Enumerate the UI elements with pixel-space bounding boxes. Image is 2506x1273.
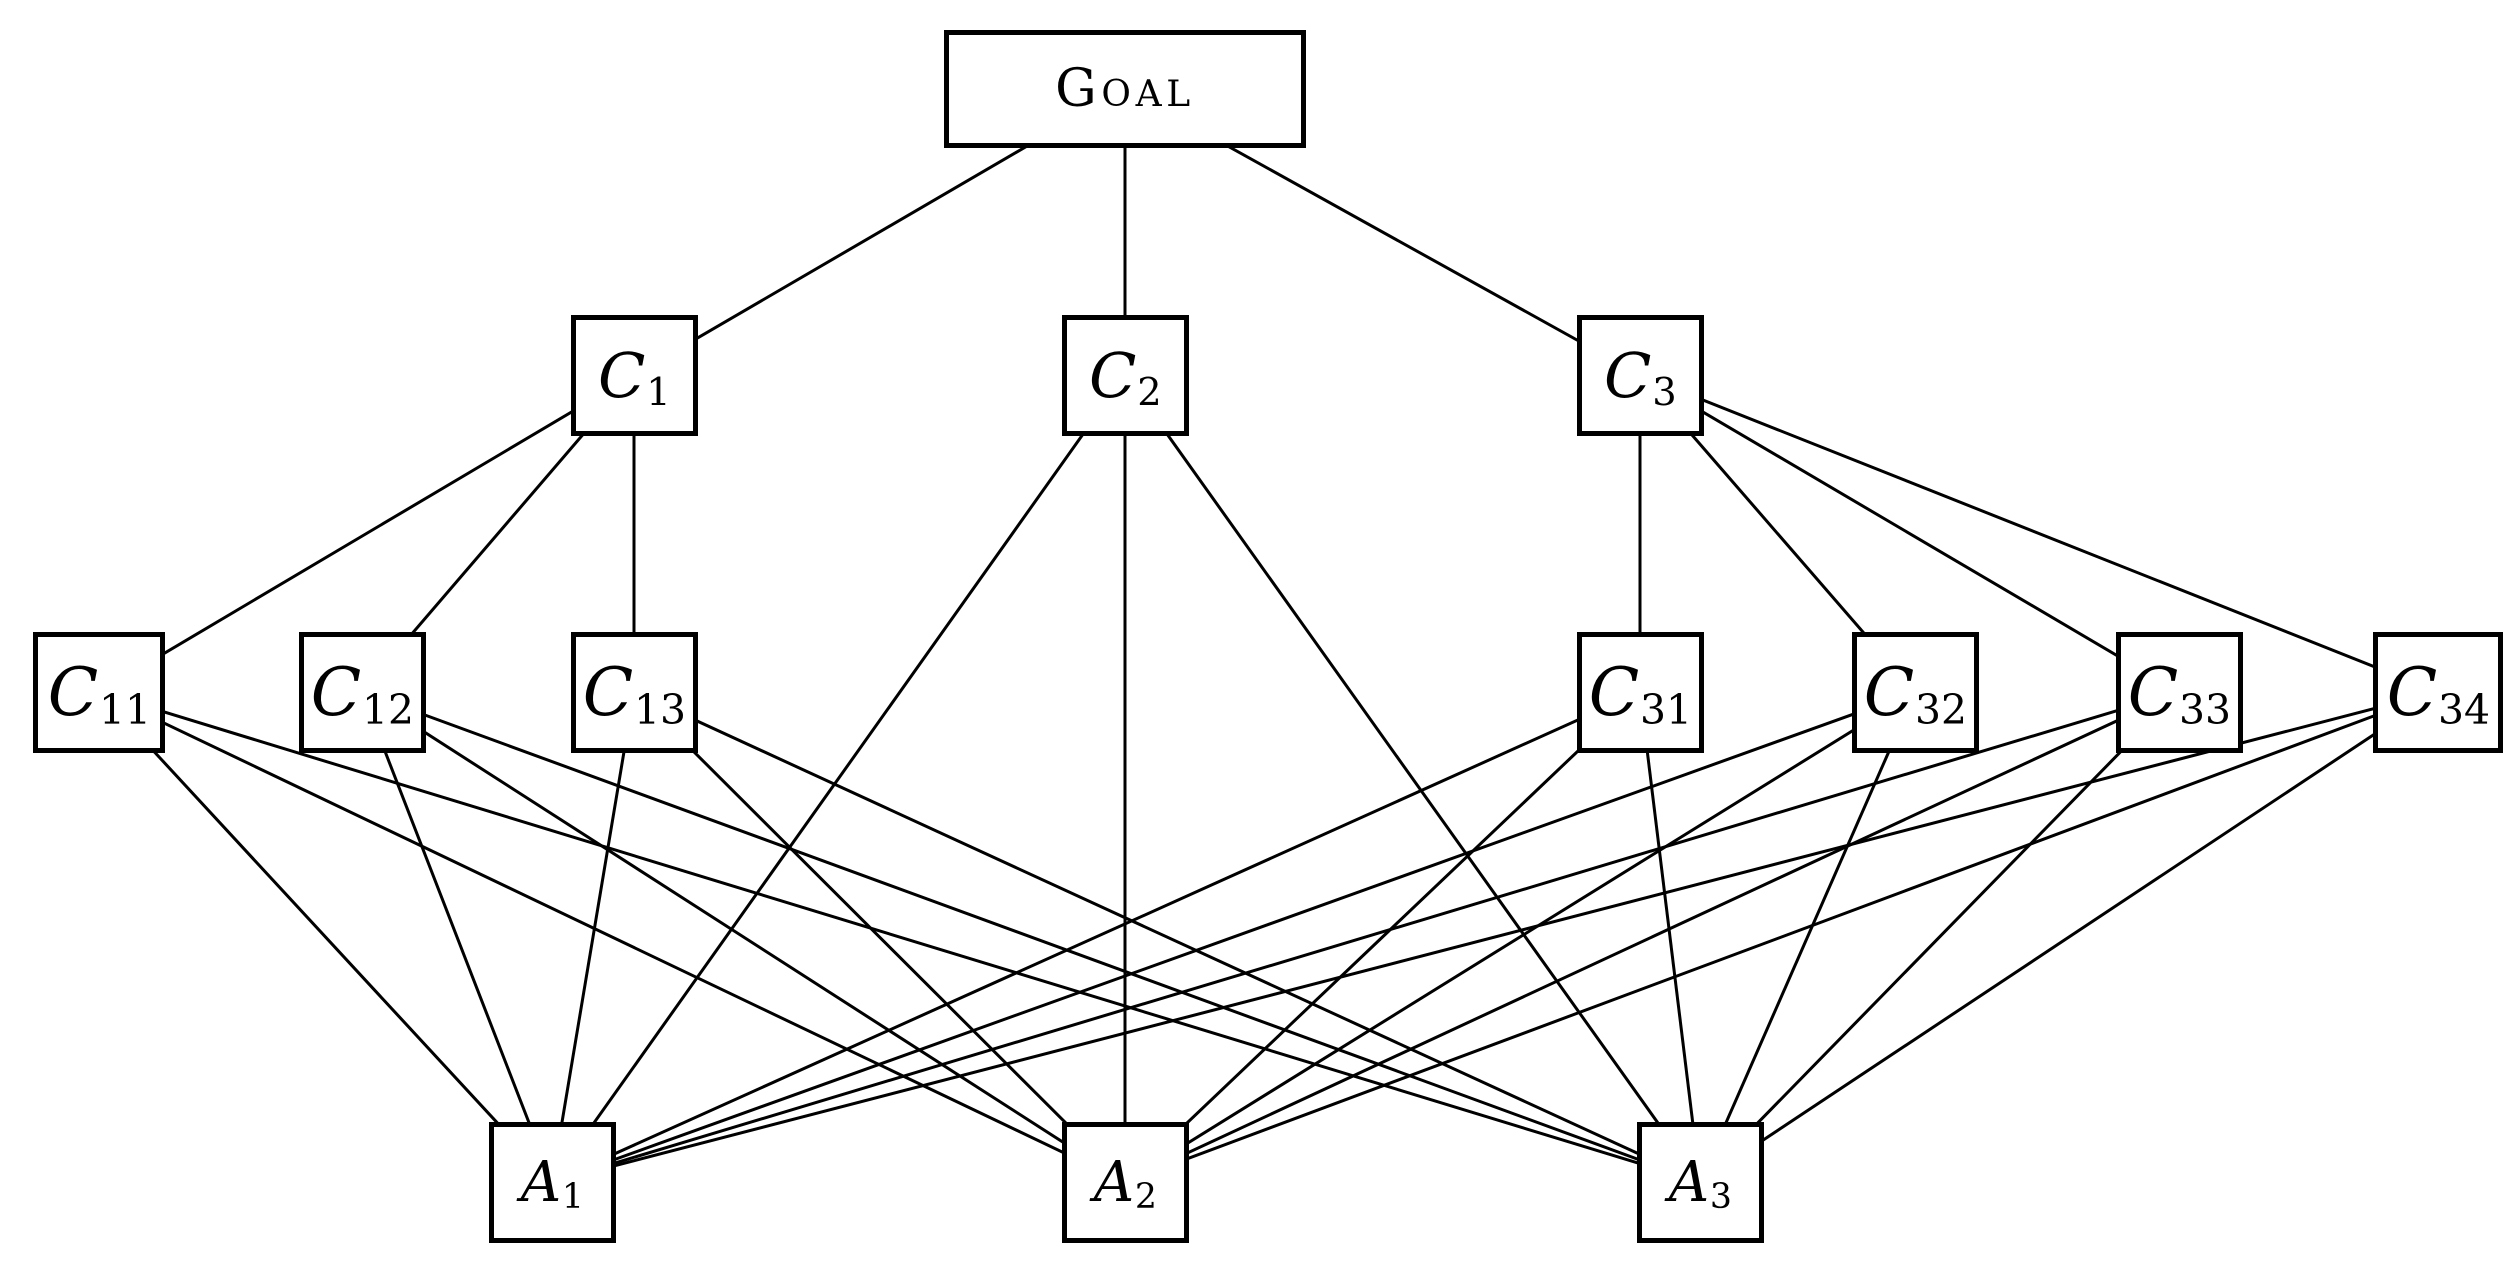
edge-c33-a2: [1124, 690, 2180, 1184]
node-label-subscript: 3: [1709, 1177, 1732, 1218]
edge-c11-a2: [98, 690, 1126, 1184]
node-label-main: C: [598, 338, 646, 412]
node-label-main: C: [310, 653, 362, 731]
edge-c32-a3: [1698, 691, 1917, 1183]
edge-c31-a1: [551, 690, 1641, 1184]
node-label-subscript: 11: [99, 685, 152, 734]
node-label-main: C: [1863, 653, 1915, 731]
node-c11: C11: [33, 631, 165, 753]
node-label-main: C: [2386, 653, 2438, 731]
node-label-c1: C1: [598, 338, 671, 415]
node-label-subscript: 1: [561, 1177, 584, 1218]
node-label-subscript: 3: [1652, 369, 1677, 415]
node-c31: C31: [1576, 631, 1704, 753]
node-label-c33: C33: [2128, 654, 2231, 731]
node-label-main: C: [1588, 653, 1640, 731]
node-label-c12: C12: [311, 654, 414, 731]
node-a1: A1: [488, 1121, 616, 1243]
node-label-subscript: 12: [362, 685, 415, 734]
node-c34: C34: [2373, 631, 2503, 753]
edge-c34-a2: [1124, 690, 2439, 1184]
node-label-c34: C34: [2387, 654, 2490, 731]
edge-c34-a3: [1699, 690, 2439, 1184]
node-label-c3: C3: [1604, 338, 1677, 415]
edge-c12-a3: [361, 690, 1701, 1184]
node-label-c2: C2: [1089, 338, 1162, 415]
node-label-main: C: [1089, 338, 1137, 412]
edge-c2-a3: [1123, 374, 1702, 1183]
node-c2: C2: [1061, 314, 1189, 436]
edge-c31-a3: [1638, 691, 1702, 1183]
node-label-subscript: 31: [1640, 685, 1693, 734]
node-label-main: C: [582, 653, 634, 731]
node-goal: Goal: [944, 30, 1306, 148]
node-c32: C32: [1851, 631, 1979, 753]
node-label-a3: A3: [1669, 1150, 1732, 1215]
node-label-main: Goal: [1055, 59, 1195, 119]
edge-c33-a1: [551, 690, 2180, 1184]
node-label-a2: A2: [1094, 1150, 1157, 1215]
node-label-subscript: 1: [646, 369, 671, 415]
node-label-subscript: 32: [1915, 685, 1968, 734]
edge-c1-c11: [98, 373, 635, 694]
edge-c3-c33: [1639, 373, 2180, 694]
node-label-goal: Goal: [1055, 59, 1195, 119]
node-label-main: A: [1668, 1149, 1710, 1215]
node-label-subscript: 2: [1137, 369, 1162, 415]
node-c1: C1: [570, 314, 698, 436]
edge-c34-a1: [551, 690, 2439, 1184]
node-label-subscript: 2: [1134, 1177, 1157, 1218]
edge-c13-a2: [632, 690, 1127, 1184]
edge-c32-a2: [1124, 690, 1916, 1184]
node-c3: C3: [1576, 314, 1704, 436]
edge-c2-a1: [550, 374, 1127, 1183]
node-c33: C33: [2115, 631, 2243, 753]
node-label-main: C: [2127, 653, 2179, 731]
node-label-c13: C13: [583, 654, 686, 731]
node-label-subscript: 33: [2179, 685, 2232, 734]
node-label-subscript: 13: [634, 685, 687, 734]
node-label-subscript: 34: [2438, 685, 2491, 734]
edge-c11-a1: [97, 690, 554, 1184]
edge-c13-a3: [633, 690, 1701, 1184]
node-a2: A2: [1061, 1121, 1189, 1243]
edge-c33-a3: [1698, 690, 2181, 1184]
node-c12: C12: [298, 631, 426, 753]
edge-c13-a1: [550, 691, 636, 1183]
node-label-main: A: [520, 1149, 562, 1215]
edge-c12-a2: [361, 690, 1126, 1184]
node-label-main: C: [1604, 338, 1652, 412]
edge-c32-a1: [551, 690, 1916, 1184]
node-label-c11: C11: [48, 654, 151, 731]
node-label-main: C: [47, 653, 99, 731]
node-label-c32: C32: [1864, 654, 1967, 731]
node-label-c31: C31: [1589, 654, 1692, 731]
node-label-main: A: [1093, 1149, 1135, 1215]
node-a3: A3: [1636, 1121, 1764, 1243]
node-c13: C13: [570, 631, 698, 753]
edge-c31-a2: [1123, 690, 1642, 1184]
edge-c11-a3: [98, 690, 1701, 1184]
node-label-a1: A1: [521, 1150, 584, 1215]
edge-c3-c34: [1639, 373, 2439, 694]
edge-c12-a1: [360, 691, 554, 1183]
